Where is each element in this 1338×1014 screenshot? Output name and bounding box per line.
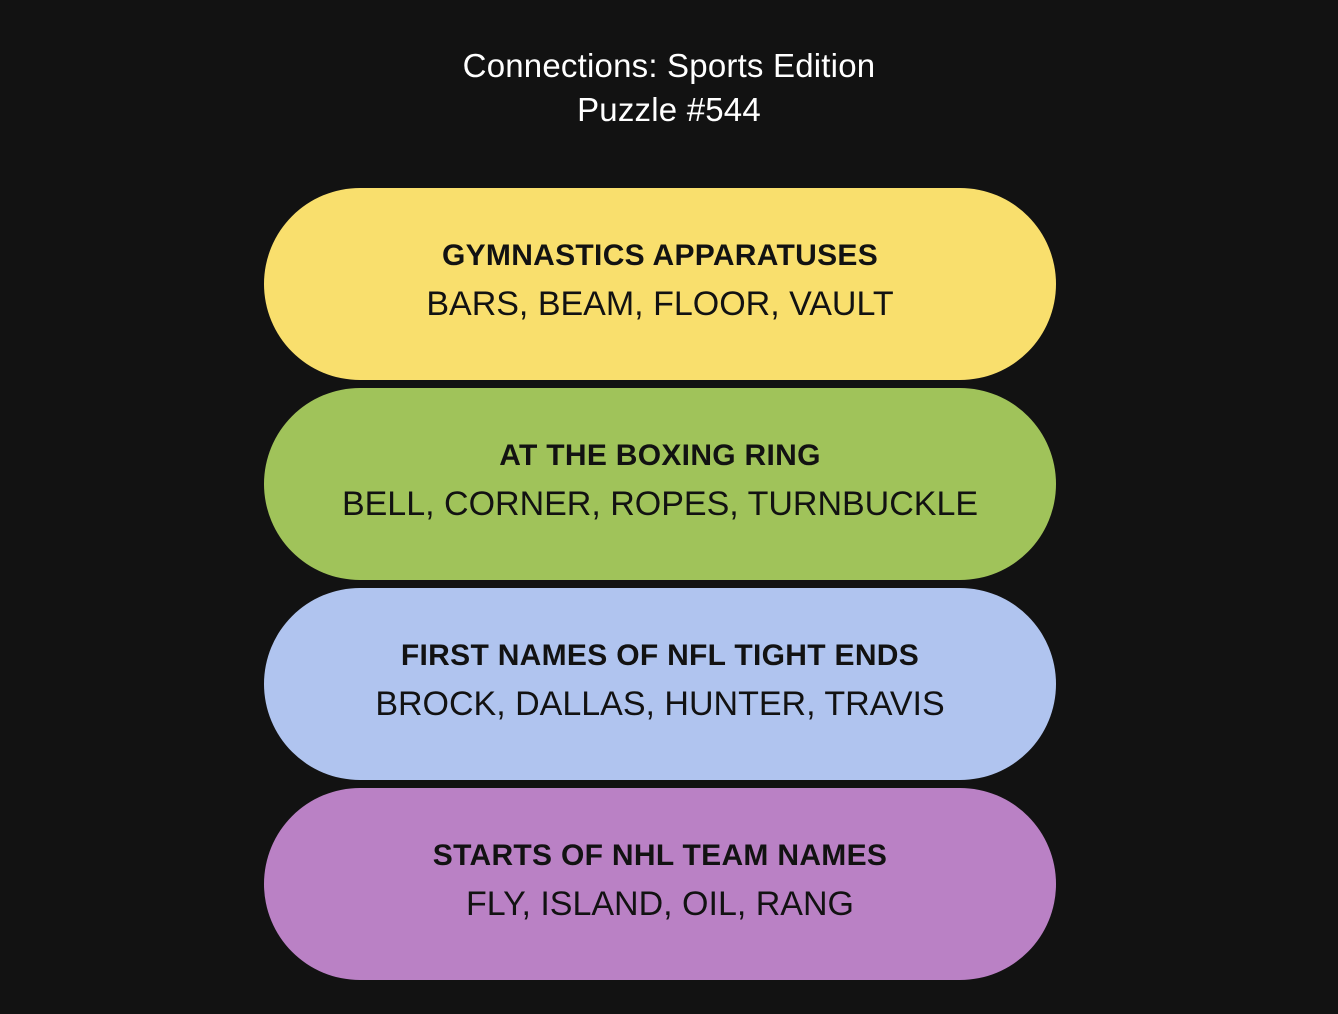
group-members: BELL, CORNER, ROPES, TURNBUCKLE <box>341 485 979 523</box>
solved-group-purple: STARTS OF NHL TEAM NAMES FLY, ISLAND, OI… <box>264 788 1056 980</box>
solved-group-yellow: GYMNASTICS APPARATUSES BARS, BEAM, FLOOR… <box>264 188 1056 380</box>
solved-group-green: AT THE BOXING RING BELL, CORNER, ROPES, … <box>264 388 1056 580</box>
group-members: BARS, BEAM, FLOOR, VAULT <box>426 285 894 323</box>
group-members: BROCK, DALLAS, HUNTER, TRAVIS <box>375 685 945 723</box>
group-category-title: FIRST NAMES OF NFL TIGHT ENDS <box>400 639 920 672</box>
group-category-title: AT THE BOXING RING <box>499 439 821 472</box>
puzzle-header: Connections: Sports Edition Puzzle #544 <box>0 44 1338 132</box>
puzzle-number: Puzzle #544 <box>577 91 761 128</box>
group-category-title: STARTS OF NHL TEAM NAMES <box>432 839 888 872</box>
solved-group-blue: FIRST NAMES OF NFL TIGHT ENDS BROCK, DAL… <box>264 588 1056 780</box>
puzzle-title: Connections: Sports Edition <box>462 47 876 84</box>
solved-groups: GYMNASTICS APPARATUSES BARS, BEAM, FLOOR… <box>264 188 1056 988</box>
group-members: FLY, ISLAND, OIL, RANG <box>466 885 854 923</box>
group-category-title: GYMNASTICS APPARATUSES <box>441 239 879 272</box>
